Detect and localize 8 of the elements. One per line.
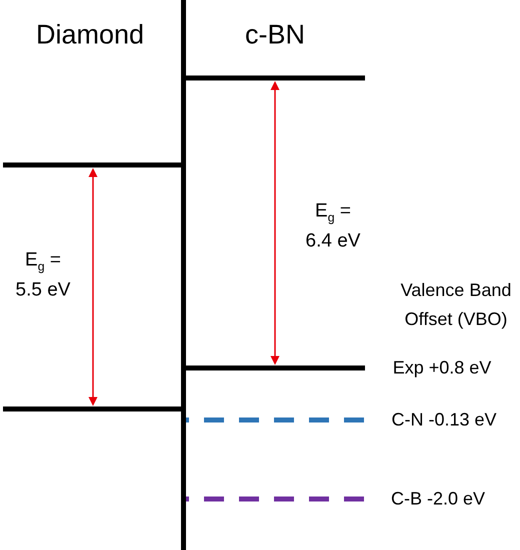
band-gap-label: E$_{g}$ = 5.5 eV bbox=[14, 248, 72, 303]
column-heading: c-BN bbox=[245, 18, 305, 52]
band-gap-label: E$_{g}$ = 6.4 eV bbox=[304, 200, 362, 254]
offset-label: C-B -2.0 eV bbox=[390, 488, 486, 511]
offset-label: Exp +0.8 eV bbox=[392, 356, 492, 380]
offset-heading: Valence Band Offset (VBO) bbox=[400, 279, 512, 331]
column-heading: Diamond bbox=[36, 18, 144, 52]
offset-label: C-N -0.13 eV bbox=[391, 408, 497, 432]
